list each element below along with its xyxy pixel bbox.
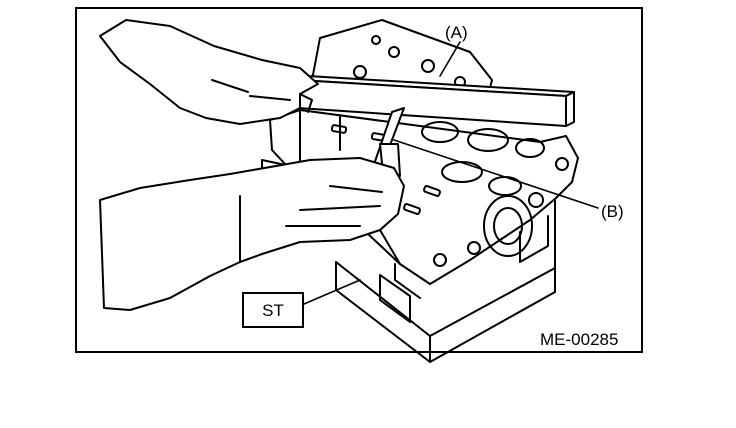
label-a: (A)	[445, 23, 468, 42]
upper-hand	[99, 19, 319, 125]
label-st-box: ST	[242, 292, 304, 328]
figure-id: ME-00285	[540, 330, 619, 349]
lower-hand	[99, 157, 405, 311]
leader-lines	[303, 41, 599, 305]
label-st: ST	[262, 300, 284, 320]
label-b: (B)	[601, 202, 624, 221]
